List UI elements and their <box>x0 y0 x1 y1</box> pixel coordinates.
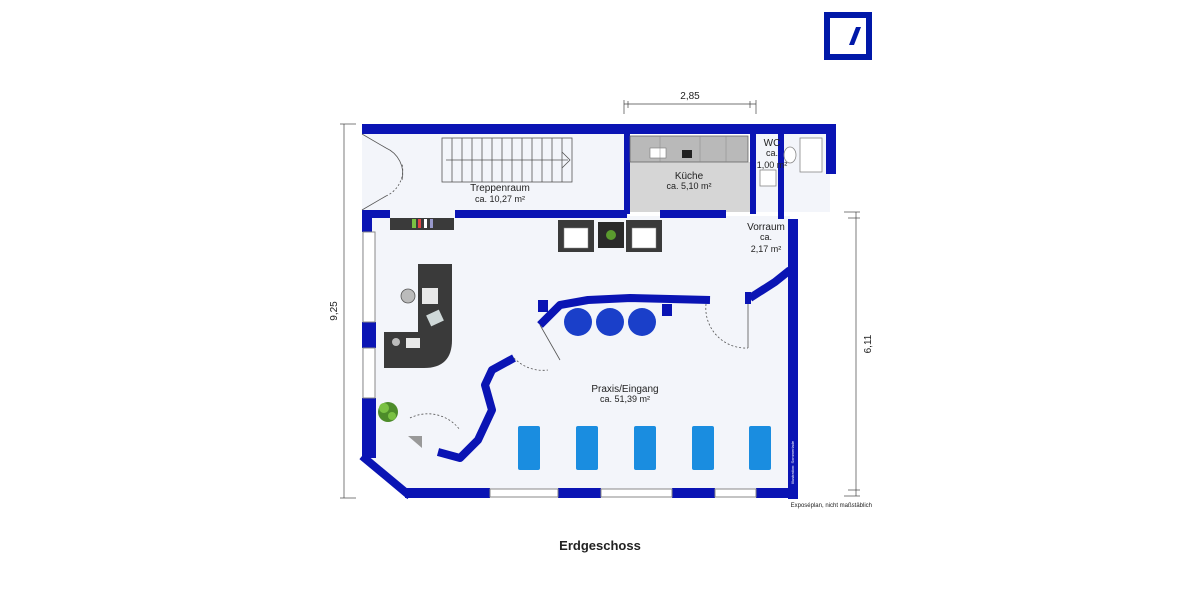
illustration-credit: Illustration: Sommerlade <box>790 440 795 484</box>
room-area-treppenraum: ca. 10,27 m² <box>475 194 525 204</box>
room-name-wc: WC <box>764 138 781 149</box>
wc-fixtures <box>759 137 823 187</box>
floor-title: Erdgeschoss <box>559 538 641 553</box>
room-name-kueche: Küche <box>675 171 704 182</box>
room-area-prefix-wc: ca. <box>766 148 778 158</box>
dimension-right-label: 6,11 <box>863 334 874 353</box>
dimension-top-label: 2,85 <box>680 91 700 102</box>
staircase <box>441 137 573 183</box>
entrance-door <box>361 133 404 211</box>
bookshelf <box>390 218 454 230</box>
bar-stools <box>564 308 656 336</box>
room-area-praxis: ca. 51,39 m² <box>600 394 650 404</box>
dimension-lines <box>340 100 860 499</box>
deutsche-bank-logo-icon <box>824 12 872 60</box>
room-area-prefix-vorraum: ca. <box>760 232 772 242</box>
reception-desk <box>384 264 452 368</box>
walls <box>362 124 836 499</box>
room-area-vorraum: 2,17 m² <box>751 244 782 254</box>
kitchen-counter <box>629 135 749 163</box>
lounge-seating <box>558 220 662 252</box>
room-area-wc: 1,00 m² <box>757 160 788 170</box>
seating-benches <box>518 426 771 470</box>
room-name-treppenraum: Treppenraum <box>470 183 530 194</box>
windows <box>362 231 757 498</box>
disclaimer-text: Exposéplan, nicht maßstäblich <box>791 503 872 509</box>
interior-doors <box>408 303 749 448</box>
potted-plant-icon <box>378 402 398 422</box>
dimension-left-label: 9,25 <box>329 301 340 321</box>
room-area-kueche: ca. 5,10 m² <box>666 181 711 191</box>
angled-walls <box>359 266 793 500</box>
room-name-vorraum: Vorraum <box>747 222 785 233</box>
room-name-praxis: Praxis/Eingang <box>591 384 658 395</box>
